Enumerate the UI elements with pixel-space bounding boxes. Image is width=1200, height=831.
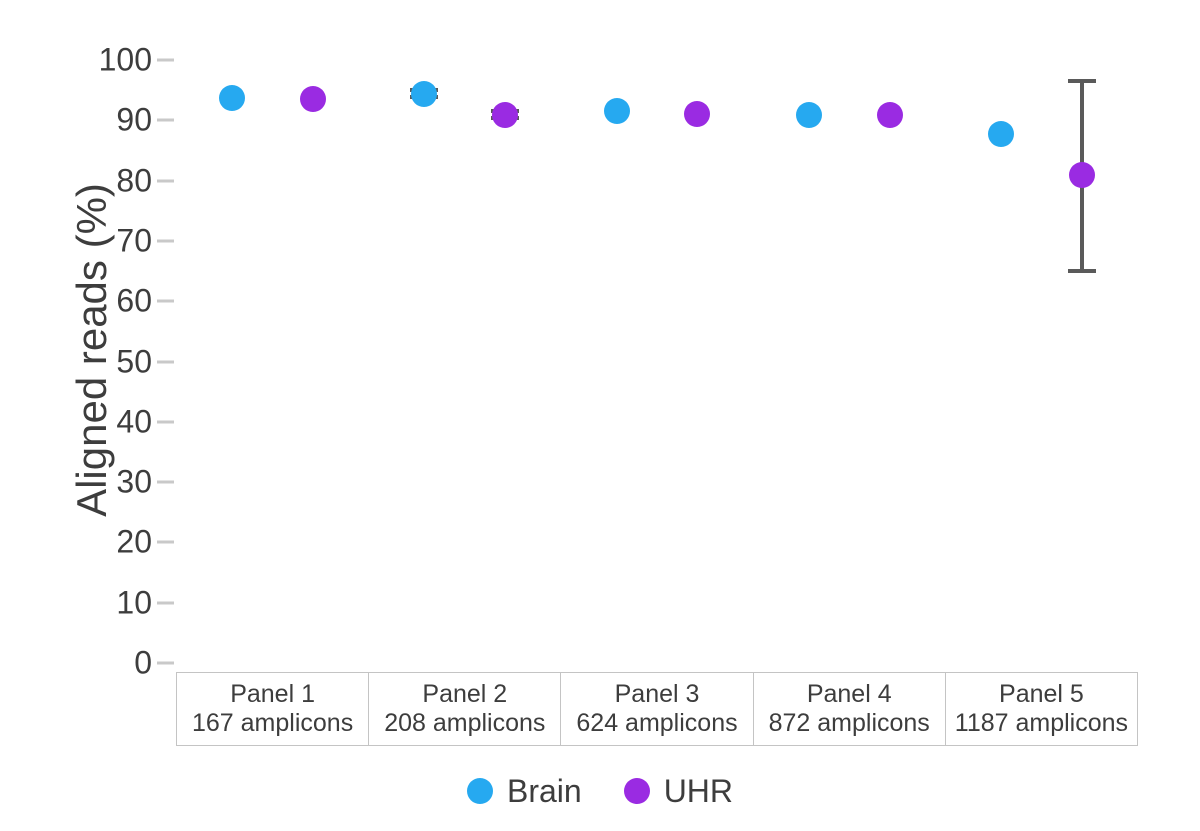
y-tick-mark — [157, 420, 174, 424]
legend-label: UHR — [663, 772, 734, 809]
data-point-brain — [988, 121, 1015, 148]
legend-label: Brain — [506, 772, 582, 809]
y-tick-label: 80 — [116, 162, 152, 199]
y-tick-label: 100 — [98, 41, 152, 78]
y-tick-mark — [157, 480, 174, 484]
y-tick-label: 40 — [116, 403, 152, 440]
legend-swatch-icon — [466, 778, 493, 804]
facet-subtitle: 208 amplicons — [384, 709, 546, 737]
data-point-uhr — [492, 101, 518, 128]
data-point-uhr — [876, 102, 903, 129]
y-tick-label: 60 — [116, 282, 152, 319]
y-tick-mark — [157, 58, 174, 62]
legend-swatch-icon — [623, 778, 650, 804]
y-tick-label: 90 — [116, 101, 152, 138]
facet-title: Panel 2 — [422, 679, 508, 708]
facet-title: Panel 1 — [230, 679, 315, 708]
data-point-uhr — [1069, 161, 1096, 188]
y-tick-mark — [157, 118, 174, 122]
y-tick-mark — [157, 601, 174, 605]
y-tick-label: 70 — [116, 222, 152, 259]
data-point-brain — [411, 80, 438, 107]
legend-item-brain[interactable]: Brain — [466, 772, 582, 810]
facet-title: Panel 3 — [614, 679, 700, 708]
data-point-brain — [218, 84, 245, 111]
y-tick-label: 10 — [116, 584, 152, 621]
facet-subtitle: 872 amplicons — [768, 709, 930, 737]
y-tick-label: 20 — [116, 523, 152, 560]
facet-title: Panel 4 — [806, 679, 892, 708]
facet-subtitle: 167 amplicons — [191, 709, 354, 737]
data-point-brain — [795, 102, 822, 129]
y-tick-mark — [157, 540, 174, 544]
y-tick-label: 0 — [134, 644, 152, 681]
data-point-uhr — [684, 101, 711, 128]
y-tick-mark — [157, 661, 174, 665]
legend-item-uhr[interactable]: UHR — [623, 772, 734, 810]
y-tick-mark — [157, 179, 174, 183]
chart-legend: Brain UHR — [0, 763, 1200, 819]
facet-subtitle: 1187 amplicons — [954, 709, 1129, 737]
facet-subtitle: 624 amplicons — [576, 709, 738, 737]
facet-title: Panel 5 — [999, 679, 1084, 708]
data-point-uhr — [299, 85, 326, 112]
error-bar-cap — [1068, 79, 1097, 84]
y-tick-mark — [157, 239, 174, 243]
y-tick-label: 30 — [116, 463, 152, 500]
plot-area: 0 10 20 30 40 50 60 70 80 90 100 — [99, 40, 1138, 681]
y-tick-mark — [157, 299, 174, 303]
y-tick-label: 50 — [116, 343, 152, 379]
data-point-brain — [603, 98, 630, 125]
y-tick-mark — [157, 360, 174, 363]
error-bar-cap — [1068, 269, 1097, 274]
